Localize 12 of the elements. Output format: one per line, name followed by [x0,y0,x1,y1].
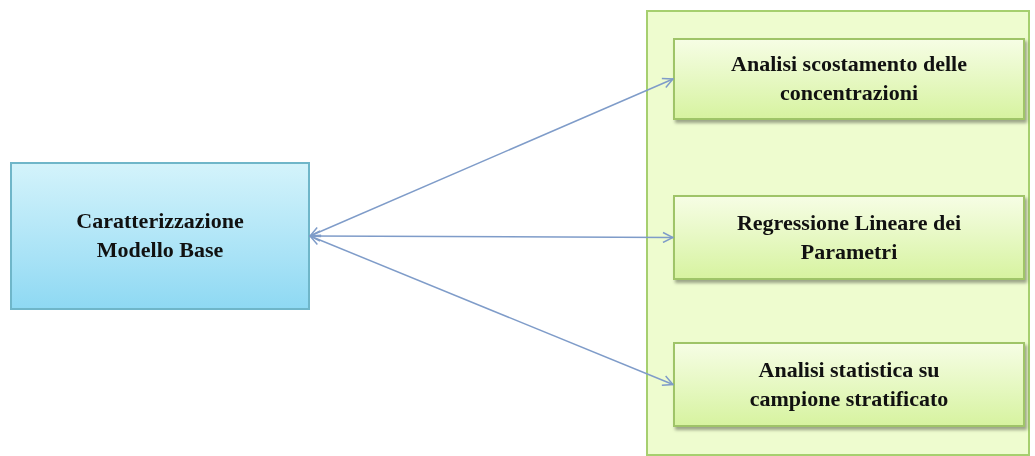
process-box [673,342,1025,427]
process-box [10,162,310,310]
panel-box [646,10,1030,456]
arrow [309,230,674,244]
arrow [309,77,674,238]
node-label: Caratterizzazione Modello Base [75,207,245,264]
node-label: Analisi statistica su campione stratificato [748,355,950,413]
node-label: Regressione Lineare dei Parametri [735,208,963,266]
process-box [673,195,1025,280]
process-box [673,38,1025,120]
node-label: Analisi scostamento delle concentrazioni [730,50,968,107]
arrow [309,234,674,387]
